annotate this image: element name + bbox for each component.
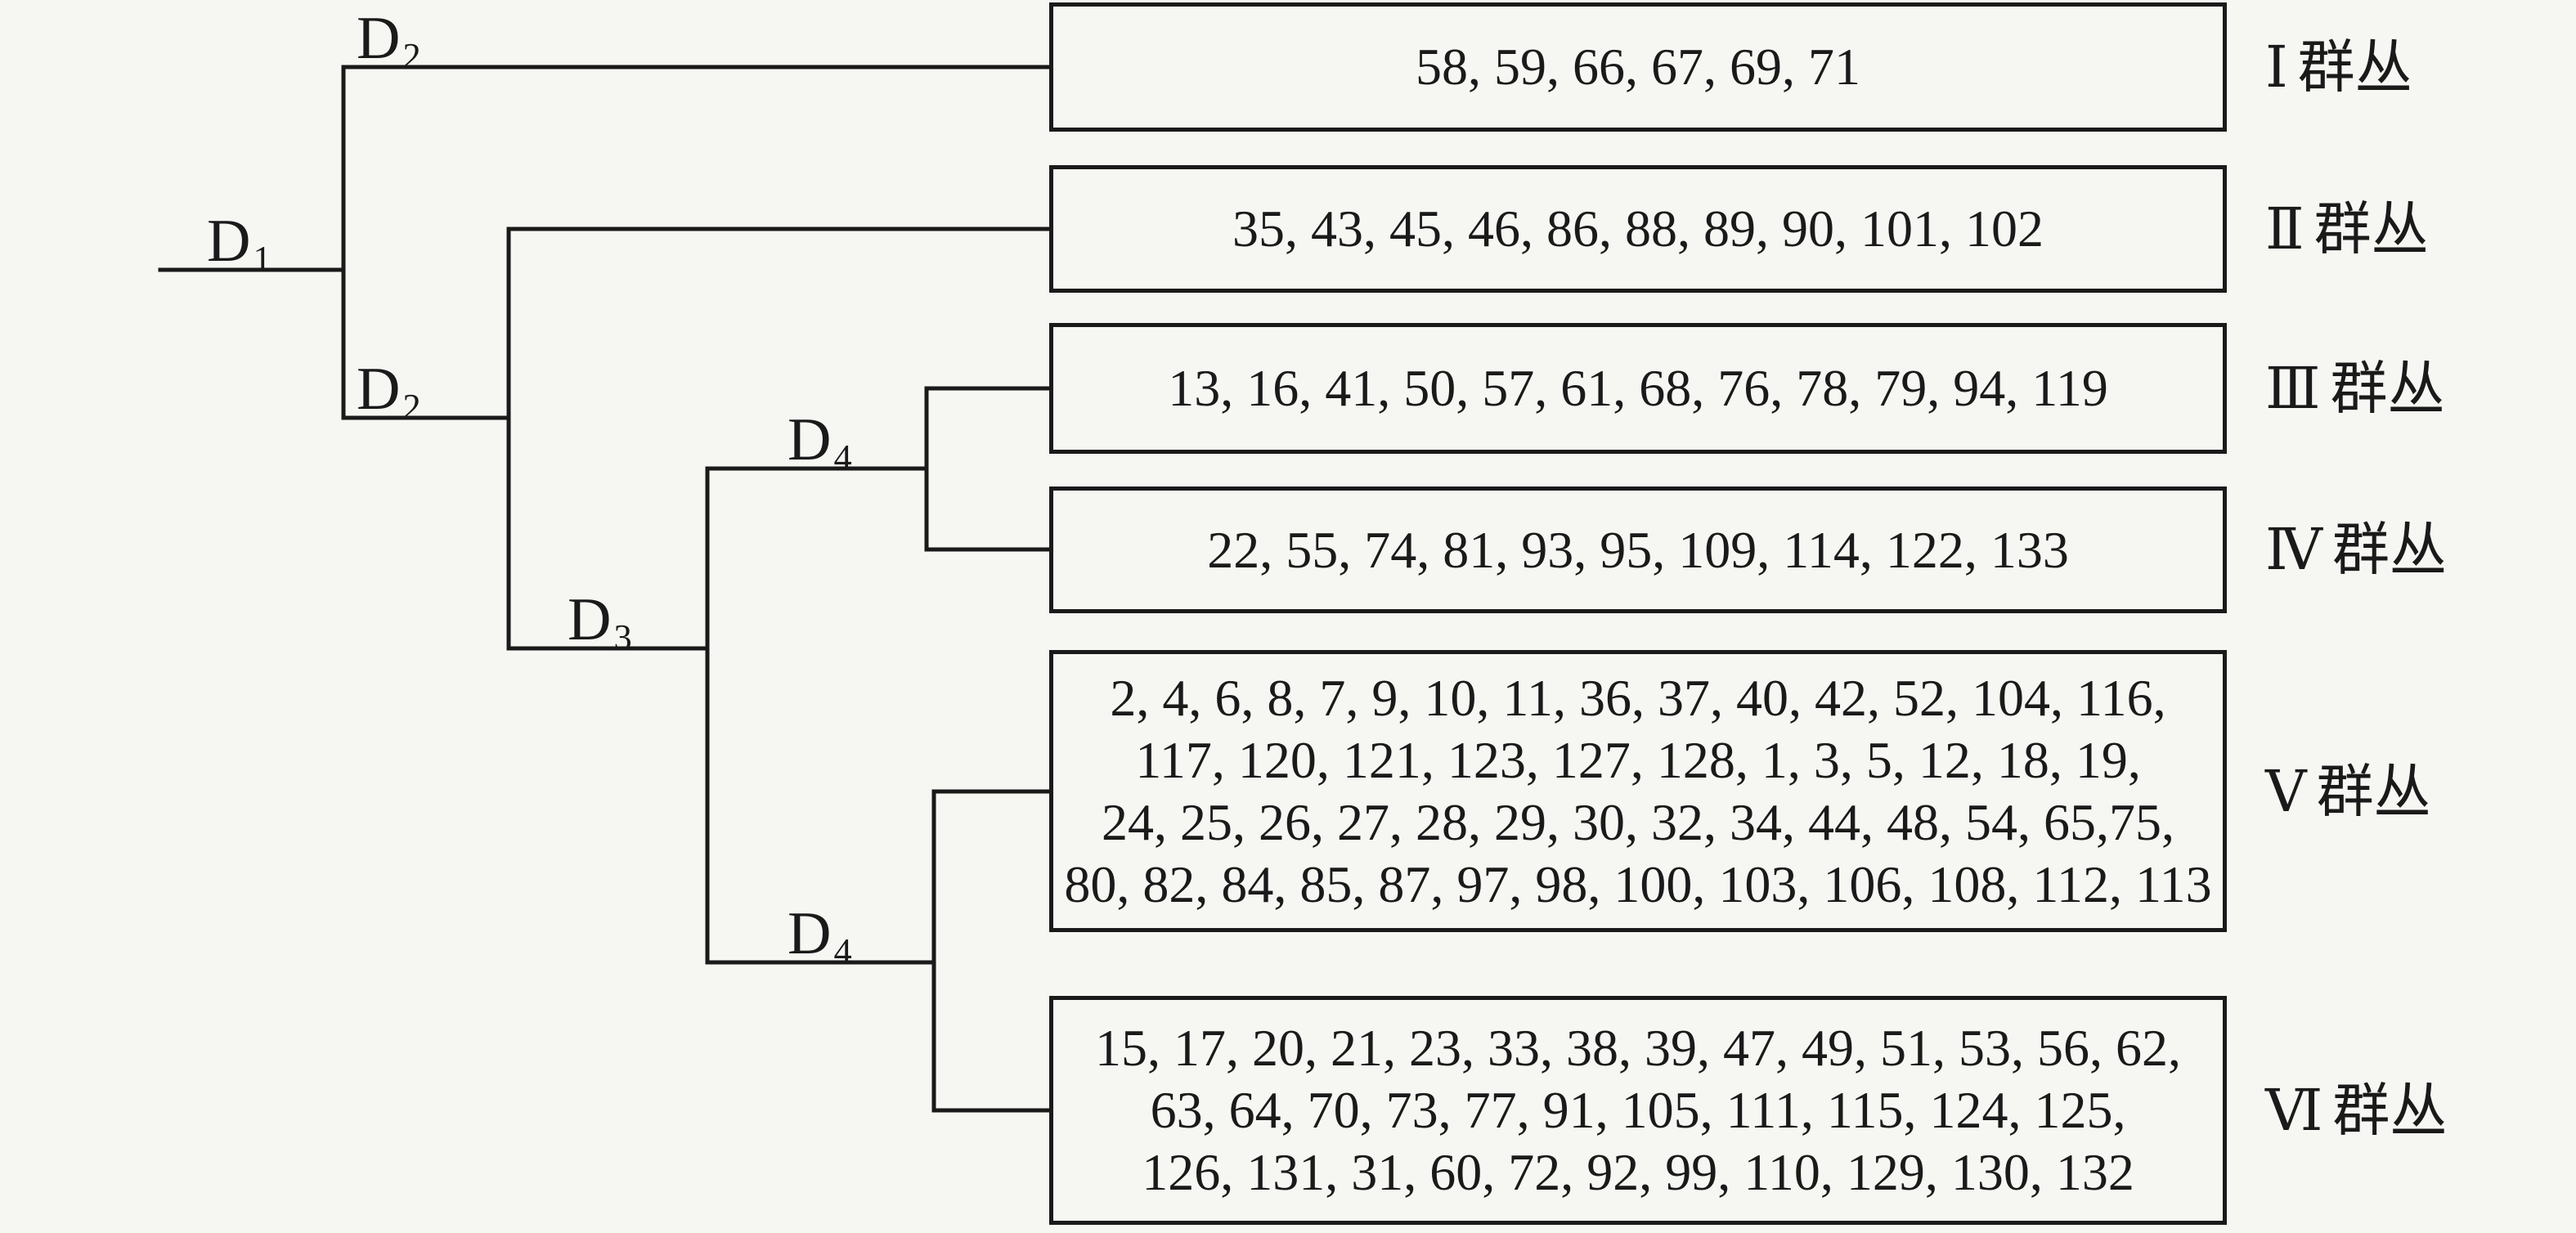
node-label-main: D <box>207 208 251 275</box>
cluster-name: 群丛 <box>2313 199 2429 262</box>
node-label-main: D <box>568 586 612 653</box>
node-label-d4-lower: D4 <box>788 903 852 970</box>
node-label-d3: D3 <box>568 590 632 656</box>
cluster-name: 群丛 <box>2332 1080 2448 1143</box>
cluster-members-2: 35, 43, 45, 46, 86, 88, 89, 90, 101, 102 <box>1232 200 2044 258</box>
node-label-d2-top: D2 <box>357 8 421 74</box>
cluster-members-1: 58, 59, 66, 67, 69, 71 <box>1416 38 1860 96</box>
cluster-name: 群丛 <box>2331 519 2447 582</box>
node-label-sub: 3 <box>613 616 632 658</box>
node-label-main: D <box>357 5 401 72</box>
cluster-numeral: Ⅲ <box>2265 355 2321 422</box>
cluster-box-6: 15, 17, 20, 21, 23, 33, 38, 39, 47, 49, … <box>1049 996 2227 1225</box>
node-label-sub: 2 <box>402 386 421 428</box>
cluster-name: 群丛 <box>2330 358 2445 421</box>
cluster-members-5: 2, 4, 6, 8, 7, 9, 10, 11, 36, 37, 40, 42… <box>1064 668 2212 913</box>
cluster-box-5: 2, 4, 6, 8, 7, 9, 10, 11, 36, 37, 40, 42… <box>1049 650 2227 932</box>
cluster-numeral: Ⅰ <box>2265 34 2288 101</box>
node-label-main: D <box>788 406 832 473</box>
node-label-d1: D1 <box>207 211 272 277</box>
cluster-numeral: Ⅴ <box>2265 758 2307 825</box>
cluster-name: 群丛 <box>2316 761 2431 824</box>
node-label-d4-upper: D4 <box>788 410 852 476</box>
node-label-main: D <box>788 900 832 967</box>
cluster-box-4: 22, 55, 74, 81, 93, 95, 109, 114, 122, 1… <box>1049 486 2227 613</box>
cluster-numeral: Ⅳ <box>2265 516 2322 583</box>
cluster-members-4: 22, 55, 74, 81, 93, 95, 109, 114, 122, 1… <box>1207 520 2069 579</box>
cluster-name: 群丛 <box>2297 37 2412 100</box>
cluster-numeral: Ⅵ <box>2265 1077 2323 1144</box>
node-label-sub: 1 <box>253 238 272 280</box>
cluster-box-1: 58, 59, 66, 67, 69, 71 <box>1049 2 2227 132</box>
cluster-box-3: 13, 16, 41, 50, 57, 61, 68, 76, 78, 79, … <box>1049 323 2227 454</box>
node-label-d2-lower: D2 <box>357 359 421 425</box>
cluster-members-6: 15, 17, 20, 21, 23, 33, 38, 39, 47, 49, … <box>1095 1019 2181 1201</box>
cluster-box-2: 35, 43, 45, 46, 86, 88, 89, 90, 101, 102 <box>1049 165 2227 293</box>
node-label-sub: 4 <box>833 930 852 972</box>
cluster-numeral: Ⅱ <box>2265 195 2304 262</box>
node-label-main: D <box>357 356 401 423</box>
cluster-members-3: 13, 16, 41, 50, 57, 61, 68, 76, 78, 79, … <box>1168 359 2108 417</box>
node-label-sub: 2 <box>402 35 421 77</box>
node-label-sub: 4 <box>833 437 852 478</box>
